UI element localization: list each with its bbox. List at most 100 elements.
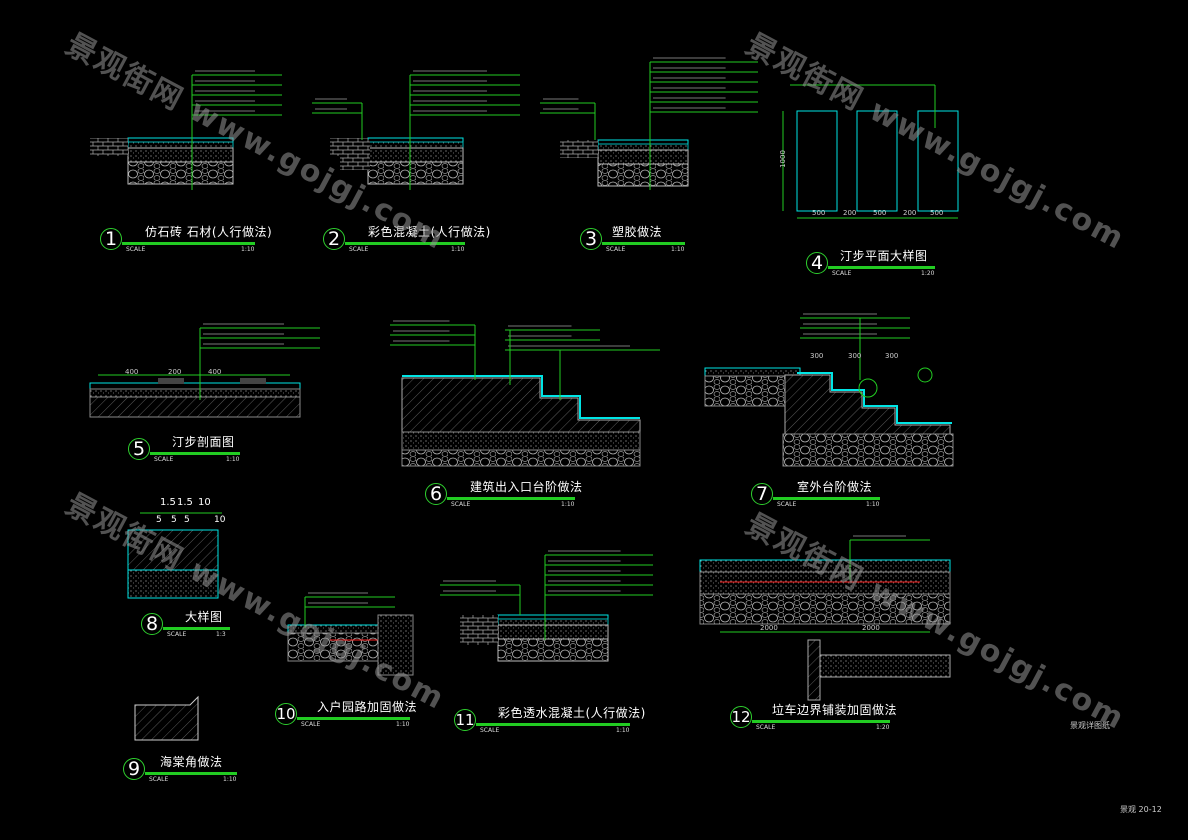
dimension-text: 500 (873, 209, 887, 217)
detail-title: 入户园路加固做法 (317, 700, 418, 714)
scale-label: SCALE (606, 246, 626, 253)
scale-value: 1:3 (216, 631, 226, 638)
wall-structure (377, 614, 414, 676)
dimension-text: 10 (198, 497, 211, 508)
dimension-text: 200 (903, 209, 917, 217)
detail-callout-circle (858, 378, 878, 398)
adjacent-paving (560, 140, 598, 158)
detail-number-circle: 12 (730, 706, 752, 728)
title-underline (752, 720, 890, 723)
scale-label: SCALE (451, 501, 471, 508)
detail-number-circle: 8 (141, 613, 163, 635)
mortar-layer (127, 569, 219, 599)
detail-title: 建筑出入口台阶做法 (470, 480, 583, 494)
gravel-layer (699, 593, 951, 625)
scale-value: 1:10 (671, 246, 685, 253)
detail-title: 汀步剖面图 (172, 435, 235, 449)
surface-layer (367, 137, 464, 143)
title-underline (828, 266, 935, 269)
detail-reference-circle (917, 367, 933, 383)
gravel-layer (597, 163, 689, 187)
detail-number-circle: 2 (323, 228, 345, 250)
detail-number-circle: 11 (454, 709, 476, 731)
scale-value: 1:10 (396, 721, 410, 728)
surface-layer (597, 139, 689, 145)
adjacent-paving (90, 138, 128, 156)
gravel-base (782, 433, 954, 467)
title-underline (602, 242, 685, 245)
dimension-text: 1.5 (177, 497, 193, 508)
corner-profile (134, 695, 199, 741)
mortar-layer (597, 143, 689, 151)
scale-value: 1:10 (223, 776, 237, 783)
detail-number-circle: 3 (580, 228, 602, 250)
adjacent-paving (460, 615, 498, 645)
scale-label: SCALE (167, 631, 187, 638)
title-underline (150, 452, 240, 455)
scale-value: 1:10 (241, 246, 255, 253)
detail-number-circle: 9 (123, 758, 145, 780)
surface-layer (497, 614, 609, 620)
scale-value: 1:10 (226, 456, 240, 463)
dimension-text: 5 (171, 515, 177, 525)
dimension-text: 500 (812, 209, 826, 217)
scale-label: SCALE (154, 456, 174, 463)
curb-section (819, 654, 951, 678)
scale-label: SCALE (301, 721, 321, 728)
detail-title: 海棠角做法 (160, 755, 223, 769)
detail-number-circle: 7 (751, 483, 773, 505)
dimension-text: 1000 (778, 150, 787, 168)
dimension-text: 1.5 (160, 497, 176, 508)
concrete-base (401, 431, 641, 451)
sand-layer (89, 388, 301, 398)
title-underline (447, 497, 575, 500)
stair-finish (797, 372, 952, 424)
detail-title: 塑胶做法 (612, 225, 663, 239)
title-underline (297, 717, 410, 720)
title-underline (476, 723, 630, 726)
scale-label: SCALE (777, 501, 797, 508)
dimension-text: 400 (125, 368, 139, 376)
concrete-layer (367, 147, 464, 163)
scale-label: SCALE (480, 727, 500, 734)
soil-layer (89, 396, 301, 418)
scale-label: SCALE (349, 246, 369, 253)
dimension-text: 300 (885, 352, 899, 360)
gravel-layer (287, 632, 379, 662)
detail-number-circle: 5 (128, 438, 150, 460)
dimension-text: 10 (214, 515, 226, 525)
scale-label: SCALE (149, 776, 169, 783)
stone-edge (127, 529, 219, 571)
stepping-stone (856, 110, 898, 212)
scale-label: SCALE (832, 270, 852, 277)
stair-structure (401, 377, 641, 433)
stair-finish (402, 375, 640, 419)
curb-wall (807, 639, 821, 701)
sheet-number: 景观 20-12 (1120, 805, 1162, 814)
title-underline (145, 772, 237, 775)
concrete-layer (497, 624, 609, 640)
scale-value: 1:10 (866, 501, 880, 508)
title-underline (122, 242, 255, 245)
mortar-layer (367, 141, 464, 149)
stone-layer (89, 382, 301, 390)
detail-title: 大样图 (185, 610, 223, 624)
dimension-text: 2000 (760, 624, 778, 632)
dimension-text: 5 (184, 515, 190, 525)
gravel-layer (367, 161, 464, 185)
detail-title: 室外台阶做法 (797, 480, 873, 494)
dimension-text: 300 (810, 352, 824, 360)
title-underline (773, 497, 880, 500)
scale-label: SCALE (756, 724, 776, 731)
stepping-stone (917, 110, 959, 212)
stepping-stone (240, 378, 266, 384)
sheet-note: 景观详图纸 (1070, 721, 1110, 730)
stepping-stone (796, 110, 838, 212)
dimension-text: 400 (208, 368, 222, 376)
scale-value: 1:10 (616, 727, 630, 734)
stair-structure (784, 374, 951, 435)
detail-title: 彩色透水混凝土(人行做法) (498, 706, 646, 720)
gravel-base (401, 449, 641, 467)
dimension-text: 5 (156, 515, 162, 525)
